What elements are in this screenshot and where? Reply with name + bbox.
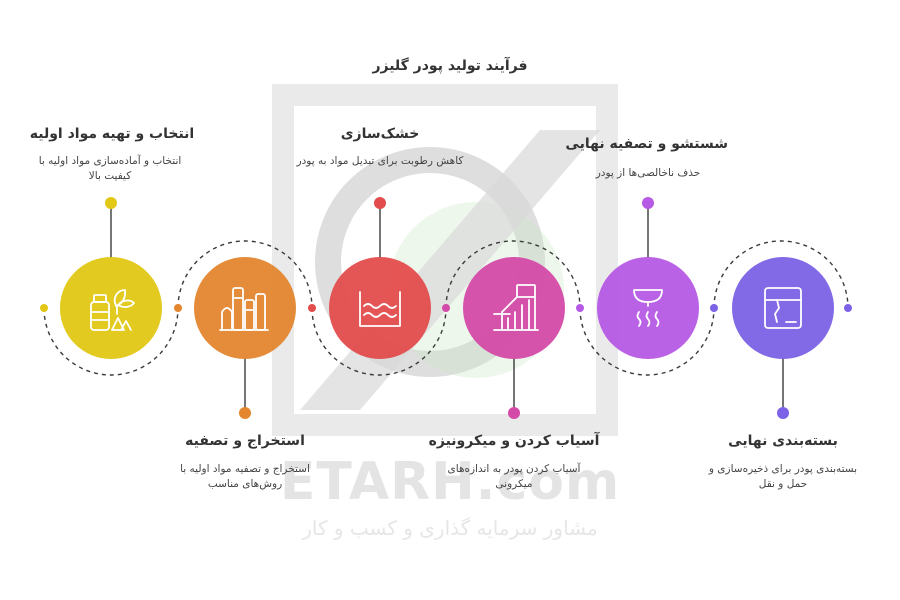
step-2-title: استخراج و تصفیه: [185, 433, 305, 449]
junction-dot: [40, 304, 48, 312]
junction-dots: [40, 304, 852, 312]
watermark-brand: ETARH.com: [279, 452, 621, 512]
stem-dot-2: [239, 407, 251, 419]
box-icon: [764, 287, 802, 329]
step-circle-6: [732, 257, 834, 359]
grinding-mill-icon: [493, 284, 539, 331]
step-circle-5: [597, 257, 699, 359]
connector-arc-3: [311, 307, 447, 376]
junction-dot: [442, 304, 450, 312]
water-waves-icon: [359, 291, 401, 327]
raw-materials-icon: [90, 289, 135, 331]
step-circle-1: [60, 257, 162, 359]
step-circle-3: [329, 257, 431, 359]
step-5-title: شستشو و تصفیه نهایی: [565, 136, 728, 152]
stem-dot-3: [374, 197, 386, 209]
junction-dot: [844, 304, 852, 312]
step-4-title: آسیاب کردن و میکرونیزه: [428, 433, 600, 449]
label-stems: [110, 203, 784, 413]
step-3-desc: کاهش رطوبت برای تبدیل مواد به پودر: [296, 155, 464, 167]
junction-dot: [710, 304, 718, 312]
connector-arc-5: [579, 307, 715, 376]
washing-icon: [633, 289, 663, 327]
junction-dot: [308, 304, 316, 312]
junction-dot: [576, 304, 584, 312]
step-4-desc: آسیاب کردن پودر به اندازه‌های میکرونی: [447, 463, 581, 490]
junction-dot: [174, 304, 182, 312]
connector-arc-2: [177, 240, 313, 309]
step-1-title: انتخاب و تهیه مواد اولیه: [29, 126, 195, 142]
step-6-title: بسته‌بندی نهایی: [728, 433, 838, 449]
step-3-title: خشک‌سازی: [340, 126, 420, 142]
step-6-desc: بسته‌بندی پودر برای ذخیره‌سازی و حمل و ن…: [708, 463, 858, 490]
stem-dot-6: [777, 407, 789, 419]
connector-arc-6: [713, 240, 849, 309]
factory-icon: [219, 287, 269, 331]
step-5-desc: حذف ناخالصی‌ها از پودر: [595, 167, 701, 179]
stem-dot-1: [105, 197, 117, 209]
connector-arc-1: [43, 307, 179, 376]
step-2-desc: استخراج و تصفیه مواد اولیه با روش‌های من…: [180, 463, 310, 490]
stem-dot-4: [508, 407, 520, 419]
step-circle-4: [463, 257, 565, 359]
flow-connectors: [43, 240, 849, 376]
watermark-tagline: مشاور سرمایه گذاری و کسب و کار: [302, 516, 598, 540]
step-1-desc: انتخاب و آماده‌سازی مواد اولیه با کیفیت …: [38, 155, 182, 182]
stem-dot-5: [642, 197, 654, 209]
connector-arc-4: [445, 240, 581, 309]
diagram-title: فرآیند تولید پودر گلیزر: [372, 58, 528, 74]
